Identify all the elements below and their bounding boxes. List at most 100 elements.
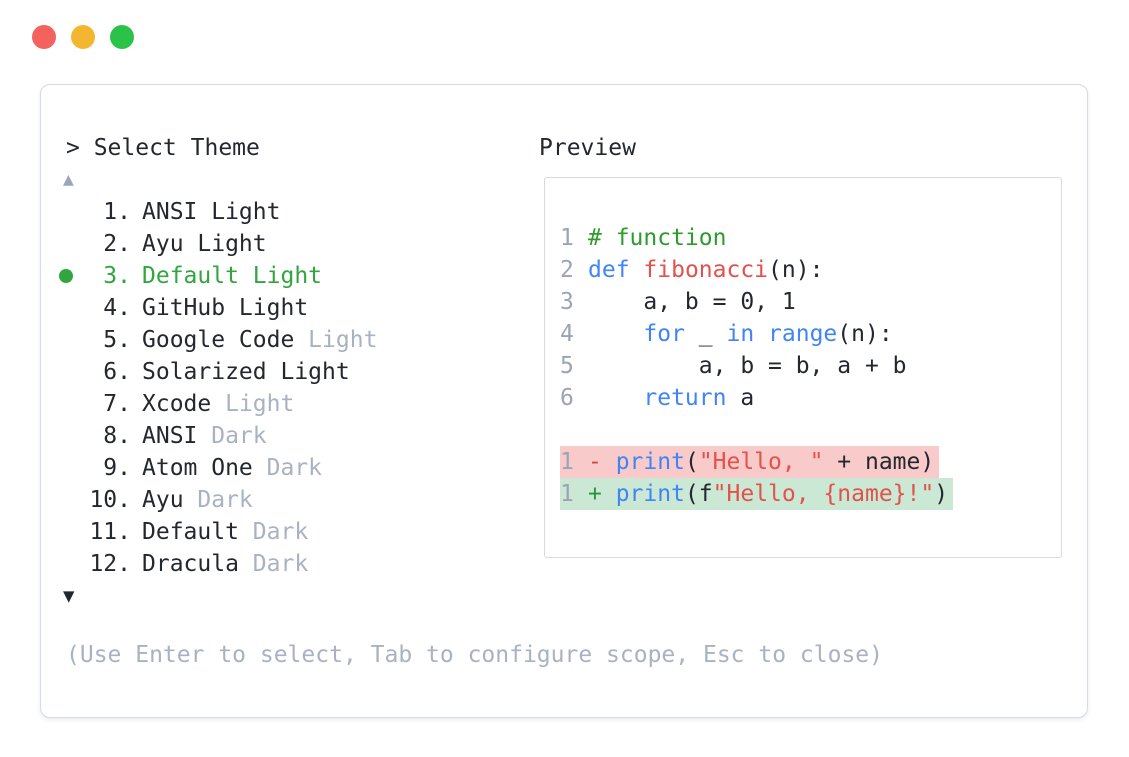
code-token: ( — [684, 449, 699, 475]
theme-item-number: 7. — [103, 391, 131, 417]
theme-item-variant-label: Light — [294, 327, 378, 353]
theme-item-number: 12. — [89, 551, 131, 577]
theme-item-label: Atom One — [142, 455, 253, 481]
code-line — [560, 414, 588, 446]
theme-item-number: 4. — [103, 295, 131, 321]
code-token — [588, 321, 643, 347]
scroll-down-icon[interactable]: ▼ — [63, 585, 75, 607]
code-token: # function — [588, 225, 727, 251]
line-number: 6 — [560, 385, 574, 411]
code-token — [630, 257, 644, 283]
line-number: 5 — [560, 353, 574, 379]
theme-picker-panel: > Select Theme ▲ 1. ANSI Light 2.Ayu Light… — [40, 84, 1088, 718]
code-line: 3 a, b = 0, 1 — [560, 286, 796, 318]
code-token: for — [643, 321, 685, 347]
theme-item-label: ANSI — [142, 423, 198, 449]
code-line: 4 for _ in range(n): — [560, 318, 893, 350]
code-token: - — [588, 449, 616, 475]
theme-item-number: 3. — [103, 263, 131, 289]
scroll-up-row: ▲ — [41, 164, 521, 196]
theme-item[interactable]: 5. Google Code Light — [41, 324, 521, 356]
select-theme-prompt: > Select Theme — [66, 135, 260, 161]
theme-item[interactable]: 10.Ayu Dark — [41, 484, 521, 516]
code-line: 6 return a — [560, 382, 754, 414]
selected-dot-icon — [59, 269, 89, 283]
scroll-down-row: ▼ — [41, 580, 521, 612]
theme-item-number: 2. — [103, 231, 131, 257]
theme-item[interactable]: 11. Default Dark — [41, 516, 521, 548]
code-token: (n): — [768, 257, 824, 283]
theme-item[interactable]: 1. ANSI Light — [41, 196, 521, 228]
scroll-up-icon[interactable]: ▲ — [63, 169, 74, 190]
window-controls — [32, 25, 134, 49]
code-token: print — [615, 481, 685, 507]
theme-item-label: Google Code — [142, 327, 295, 353]
theme-item-number: 8. — [103, 423, 131, 449]
close-button[interactable] — [32, 25, 56, 49]
code-token: a, b = b, a + b — [588, 353, 907, 379]
theme-item-label: Default — [142, 519, 239, 545]
code-token: "Hello, {name}!" — [712, 481, 935, 507]
theme-item-label: ANSI Light — [142, 199, 281, 225]
theme-item[interactable]: 4. GitHub Light — [41, 292, 521, 324]
usage-hint: (Use Enter to select, Tab to configure s… — [66, 642, 883, 668]
line-number: 1 — [560, 481, 574, 507]
code-line: 1 # function — [560, 222, 726, 254]
code-token: _ — [684, 321, 727, 347]
code-token — [588, 385, 643, 411]
code-token: a — [726, 385, 755, 411]
theme-item-label: Solarized Light — [142, 359, 350, 385]
theme-item-variant-label: Dark — [238, 519, 309, 545]
code-token: in — [726, 321, 755, 347]
code-token: + name) — [823, 449, 935, 475]
preview-title: Preview — [539, 135, 636, 161]
theme-item-variant-label: Dark — [238, 551, 309, 577]
code-line: 5 a, b = b, a + b — [560, 350, 907, 382]
theme-item-variant-label: Dark — [252, 455, 323, 481]
theme-picker-column: > Select Theme ▲ 1. ANSI Light 2.Ayu Light… — [41, 132, 883, 668]
theme-item-number: 6. — [103, 359, 131, 385]
theme-item-number: 9. — [103, 455, 131, 481]
theme-item-label: Dracula — [142, 551, 239, 577]
theme-item-label: GitHub Light — [142, 295, 309, 321]
code-line: 2 def fibonacci(n): — [560, 254, 823, 286]
code-token: a, b = 0, 1 — [588, 289, 796, 315]
line-number: 1 — [560, 449, 574, 475]
theme-item[interactable]: 8. ANSI Dark — [41, 420, 521, 452]
code-token: range — [768, 321, 838, 347]
code-token: def — [588, 257, 630, 283]
selected-dot — [59, 269, 73, 283]
theme-item-number: 5. — [103, 327, 131, 353]
theme-item[interactable]: 6. Solarized Light — [41, 356, 521, 388]
code-token: (n): — [837, 321, 893, 347]
theme-item-number: 11. — [89, 519, 131, 545]
code-token: fibonacci — [643, 257, 769, 283]
theme-item[interactable]: 3.Default Light — [41, 260, 521, 292]
code-token: print — [615, 449, 685, 475]
line-number: 1 — [560, 225, 574, 251]
theme-item-variant-label: Light — [211, 391, 295, 417]
code-token: (f — [684, 481, 713, 507]
line-number: 4 — [560, 321, 574, 347]
diff-added-line: 1+ print(f"Hello, {name}!") — [560, 478, 954, 510]
theme-item[interactable]: 7. Xcode Light — [41, 388, 521, 420]
theme-item-number: 1. — [103, 199, 131, 225]
minimize-button[interactable] — [71, 25, 95, 49]
theme-item-number: 10. — [89, 487, 131, 513]
zoom-button[interactable] — [110, 25, 134, 49]
theme-item[interactable]: 9. Atom One Dark — [41, 452, 521, 484]
line-number: 2 — [560, 257, 574, 283]
code-token: ) — [934, 481, 949, 507]
line-number: 3 — [560, 289, 574, 315]
theme-item-variant-label: Dark — [183, 487, 253, 513]
diff-removed-line: 1- print("Hello, " + name) — [560, 446, 940, 478]
theme-item[interactable]: 12. Dracula Dark — [41, 548, 521, 580]
theme-item-label: Xcode — [142, 391, 212, 417]
theme-item[interactable]: 2.Ayu Light — [41, 228, 521, 260]
code-token: "Hello, " — [698, 449, 824, 475]
theme-item-variant-label: Dark — [197, 423, 267, 449]
code-token: return — [643, 385, 727, 411]
